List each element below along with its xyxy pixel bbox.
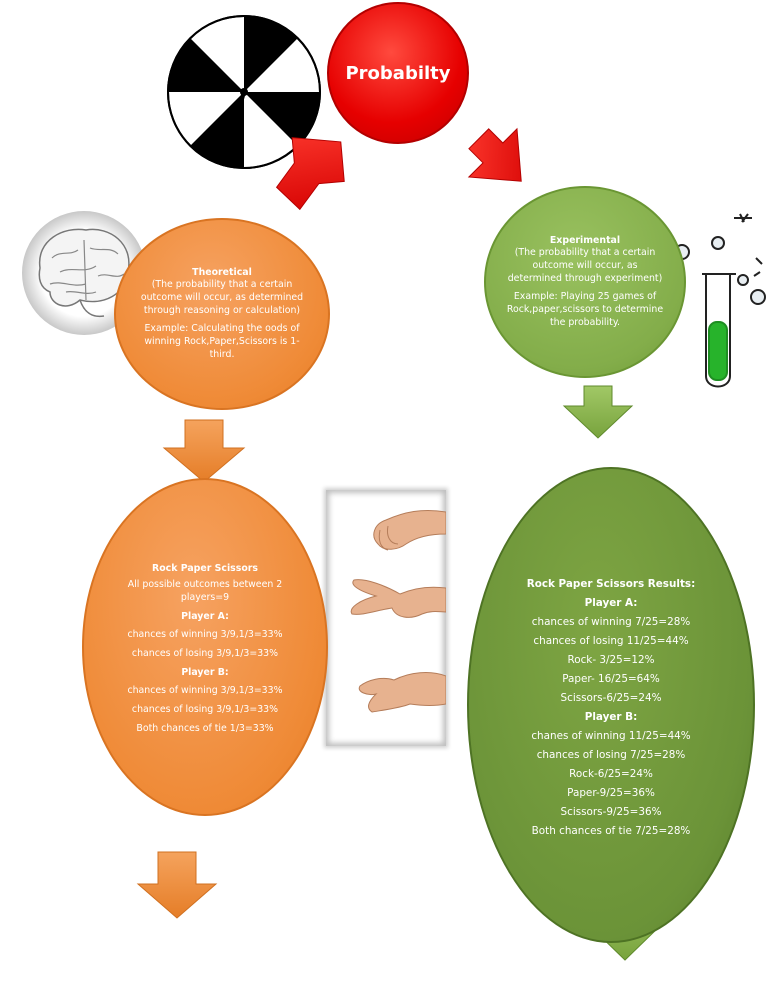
spinner-number-7: 7 [198, 115, 208, 131]
rps-results-player-a-line: Paper- 16/25=64% [562, 672, 660, 685]
theoretical-example: Example: Calculating the oods of winning… [144, 323, 300, 360]
spinner-number-6: 6 [220, 134, 229, 150]
rps-theory-player-b-line: chances of winning 3/9,1/3=33% [127, 685, 283, 697]
arrow-down-icon [562, 385, 634, 439]
theoretical-heading: Theoretical [192, 266, 252, 278]
rps-theory-player-a-line: chances of winning 3/9,1/3=33% [127, 629, 283, 641]
spinner-number-8: 8 [196, 77, 205, 93]
rps-theory-outcomes: All possible outcomes between 2 players=… [127, 579, 283, 603]
theoretical-definition: (The probability that a certain outcome … [140, 279, 304, 316]
rps-results-player-b-line: Rock-6/25=24% [569, 768, 653, 781]
hands-rock-paper-scissors-icon [350, 509, 447, 713]
spinner-number-1: 1 [222, 52, 232, 68]
spinner-number-4: 4 [276, 109, 285, 125]
arrow-down-icon [136, 851, 218, 919]
test-tube-icon [673, 213, 766, 388]
arrow-down-icon [467, 127, 522, 182]
rps-results-player-a-line: chances of losing 11/25=44% [533, 634, 689, 647]
rps-results-player-a-line: Rock- 3/25=12% [567, 653, 655, 666]
rps-results-bubble: Rock Paper Scissors Results: Player A: c… [467, 467, 755, 943]
experimental-bubble: Experimental (The probability that a cer… [484, 186, 686, 378]
rps-theory-player-a-label: Player A: [181, 610, 229, 622]
experimental-definition: (The probability that a certain outcome … [507, 247, 663, 284]
rps-results-player-a-line: Scissors-6/25=24% [560, 691, 662, 704]
rps-theory-player-b-label: Player B: [181, 666, 229, 678]
rps-results-player-b-line: Paper-9/25=36% [567, 787, 655, 800]
spinner-number-2: 2 [256, 54, 265, 70]
rps-theory-bubble: Rock Paper Scissors All possible outcome… [82, 478, 328, 816]
rps-results-player-b-line: chances of losing 7/25=28% [536, 749, 686, 762]
rps-theory-player-a-line: chances of losing 3/9,1/3=33% [131, 648, 279, 659]
rps-results-player-b-line: Scissors-9/25=36% [560, 806, 662, 819]
theoretical-bubble: Theoretical (The probability that a cert… [114, 218, 330, 410]
title-bubble: Probabilty [327, 2, 469, 144]
rps-results-player-b-label: Player B: [584, 711, 638, 723]
spinner-number-3: 3 [279, 74, 289, 90]
rps-theory-heading: Rock Paper Scissors [152, 562, 258, 574]
arrow-down-icon [275, 137, 345, 211]
rps-results-heading: Rock Paper Scissors Results: [526, 577, 696, 590]
spinner-numbers: 1 2 3 4 5 6 7 8 [196, 52, 289, 150]
rps-results-player-a-label: Player A: [584, 596, 638, 609]
rps-theory-player-b-line: chances of losing 3/9,1/3=33% [131, 704, 279, 716]
rps-results-player-a-line: chances of winning 7/25=28% [531, 615, 691, 628]
rps-theory-player-b-line: Both chances of tie 1/3=33% [136, 722, 274, 734]
arrow-down-icon [162, 419, 246, 483]
spinner-wheel-icon [167, 15, 321, 169]
page-title: Probabilty [345, 62, 451, 84]
experimental-example: Example: Playing 25 games of Rock,paper,… [506, 291, 664, 328]
rps-results-player-b-line: chanes of winning 11/25=44% [531, 730, 691, 743]
experimental-heading: Experimental [549, 234, 621, 246]
hands-photo [326, 490, 447, 746]
spinner-number-5: 5 [253, 132, 263, 148]
rps-results-player-b-line: Both chances of tie 7/25=28% [531, 825, 691, 838]
